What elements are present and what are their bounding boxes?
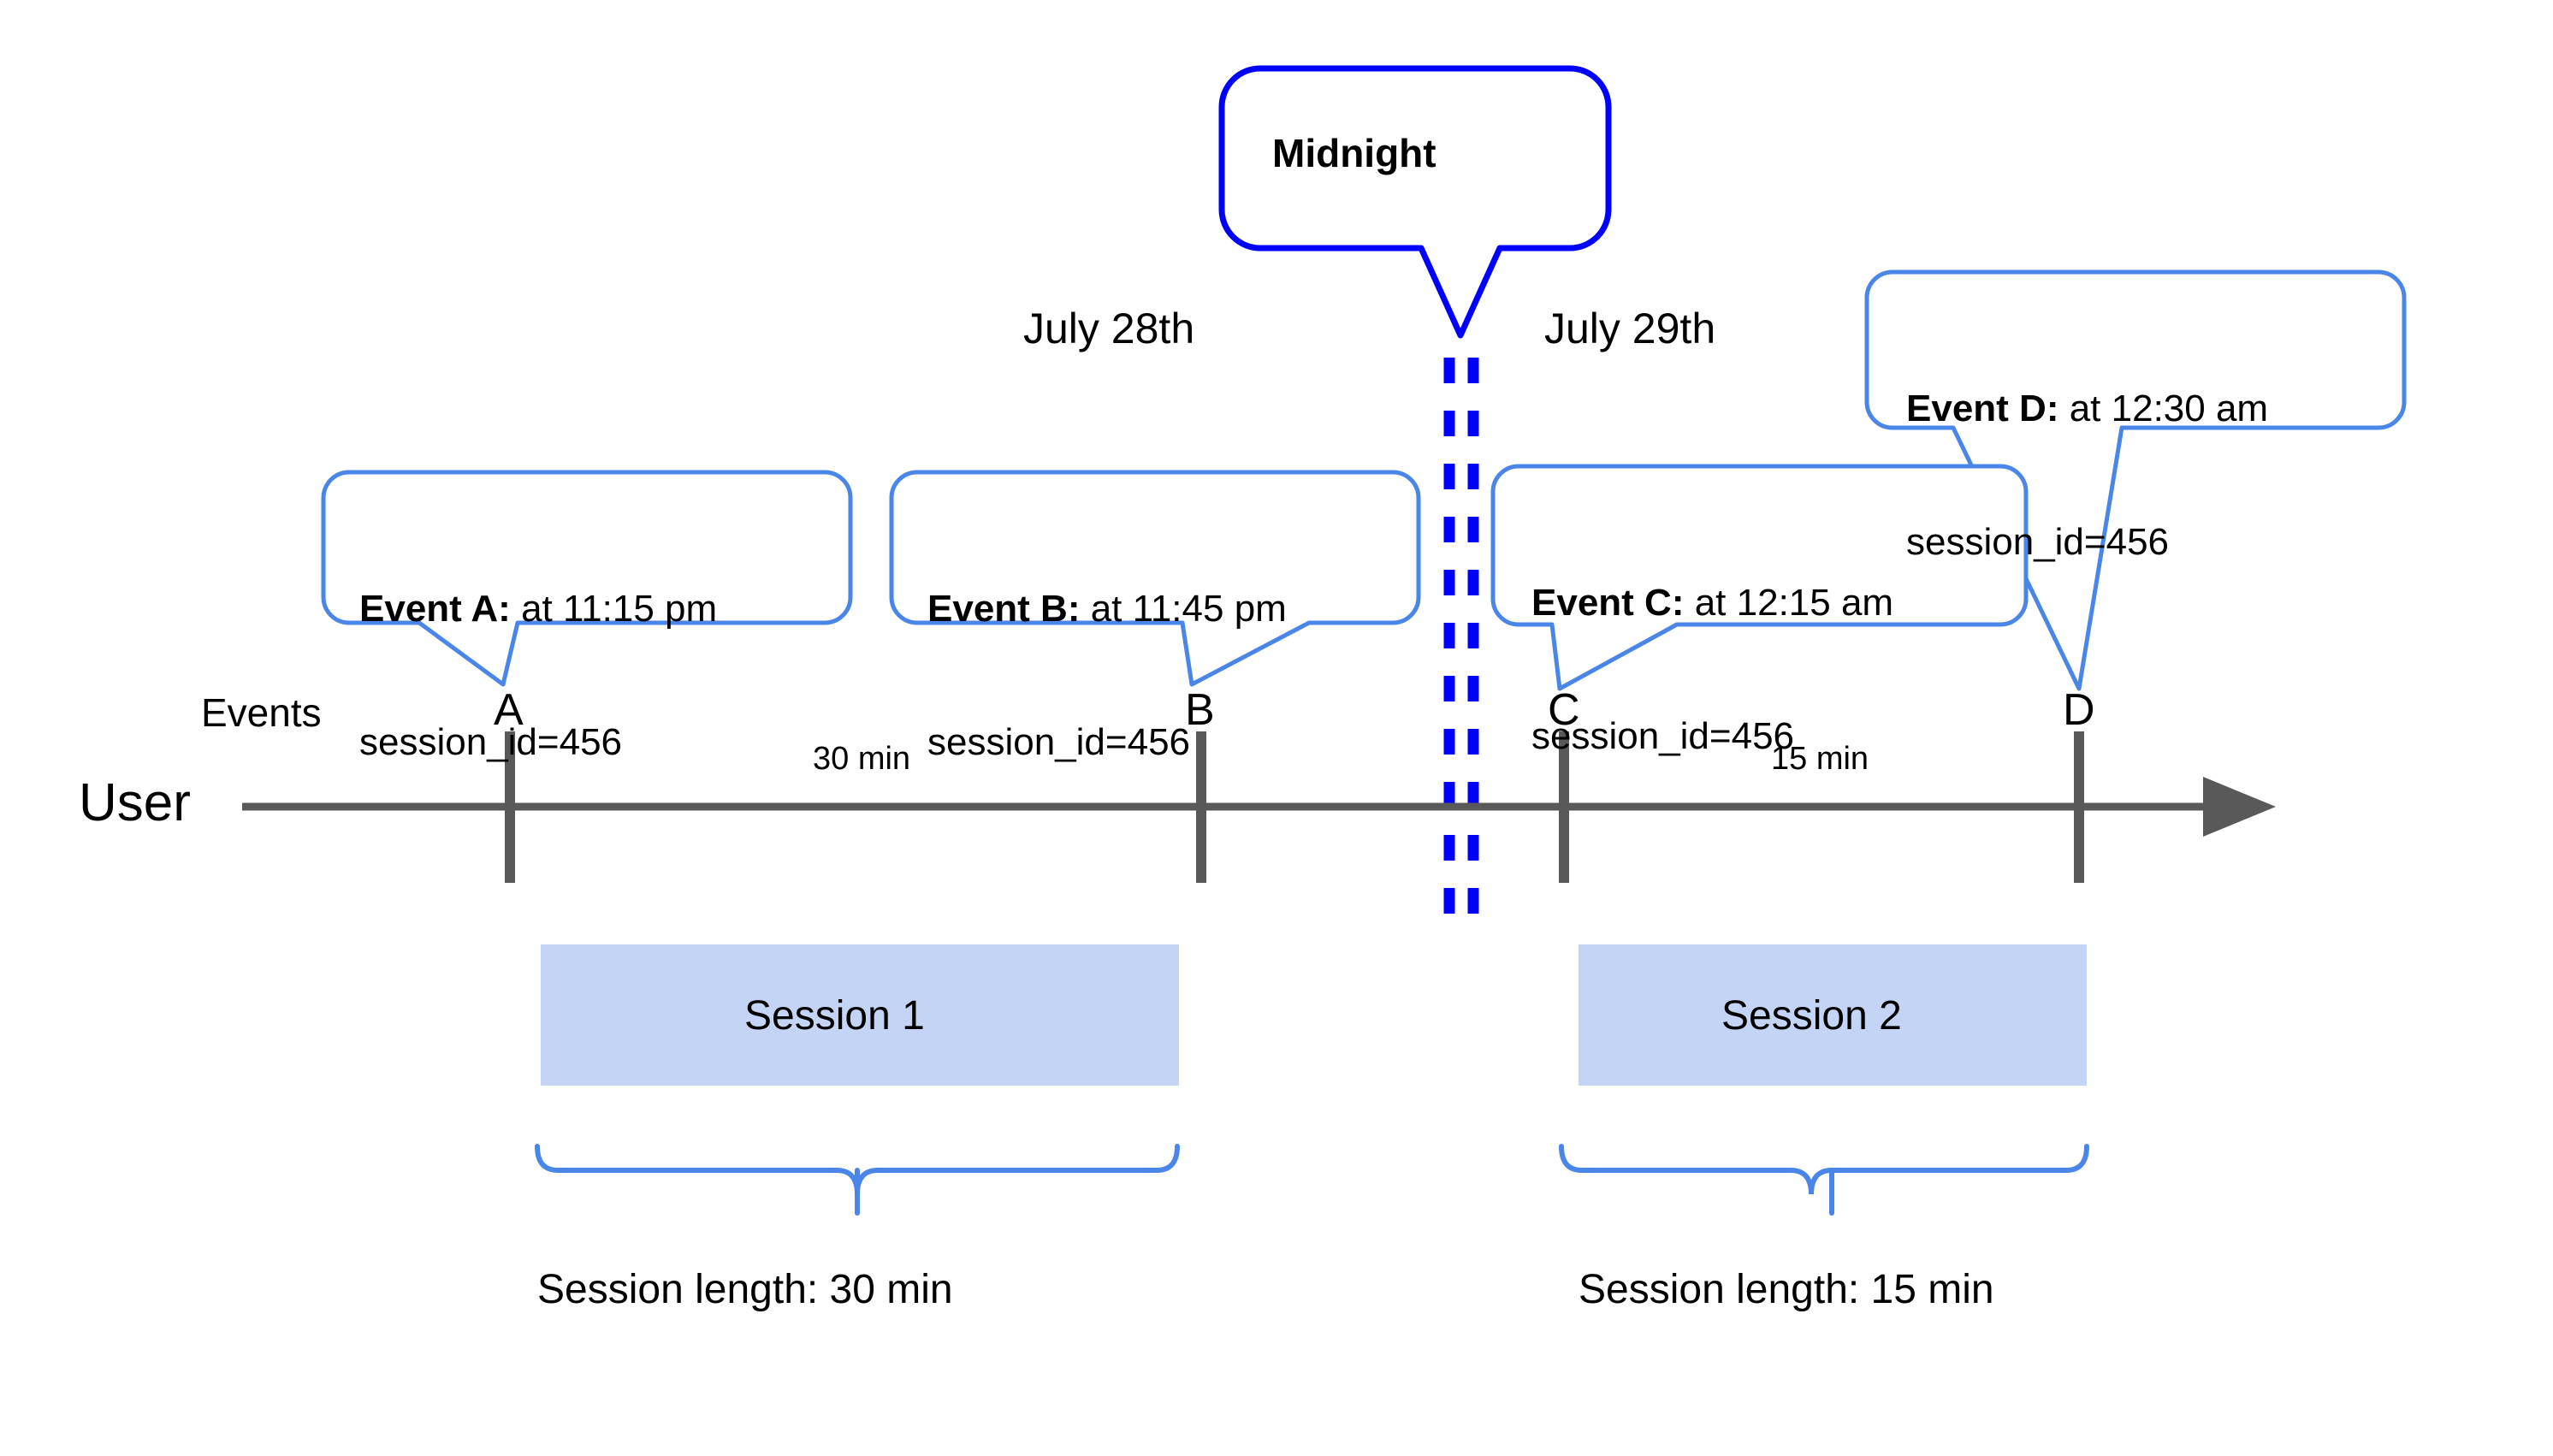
midnight-callout-shape: [1218, 65, 1612, 339]
session-1-length-label: Session length: 30 min: [537, 1267, 953, 1312]
event-a-session-id: session_id=456: [359, 720, 623, 763]
event-b-callout-text: Event B: at 11:45 pm session_id=456: [927, 498, 1287, 853]
session-2-brace: [1559, 1144, 2089, 1216]
date-label-july-28: July 28th: [1023, 305, 1195, 352]
event-a-callout-shape: [321, 470, 853, 687]
session-1-brace: [535, 1144, 1180, 1216]
session-1-label: Session 1: [744, 993, 925, 1039]
event-d-time: at 12:30 am: [2058, 387, 2269, 429]
event-a-callout-text: Event A: at 11:15 pm session_id=456: [359, 498, 717, 853]
marker-label-a: A: [494, 685, 524, 735]
event-b-session-id: session_id=456: [927, 720, 1191, 763]
event-d-bold-label: Event D:: [1906, 387, 2059, 429]
duration-label-a-b: 30 min: [813, 741, 911, 777]
midnight-dashed-lines: [1443, 358, 1479, 922]
event-b-bold-label: Event B:: [927, 587, 1081, 630]
session-2-label: Session 2: [1721, 993, 1902, 1039]
row-label-events: Events: [201, 690, 322, 735]
midnight-label: Midnight: [1272, 131, 1436, 175]
event-c-bold-label: Event C:: [1531, 581, 1685, 624]
marker-label-d: D: [2063, 685, 2095, 735]
timeline-arrowhead: [2203, 777, 2276, 837]
event-c-callout-text: Event C: at 12:15 am session_id=456: [1531, 492, 1893, 847]
event-d-callout-text: Event D: at 12:30 am session_id=456: [1906, 298, 2268, 653]
timeline-axis: [242, 731, 2276, 883]
row-label-user: User: [79, 773, 191, 832]
event-d-callout-shape: [1864, 269, 2407, 691]
session-2-bar: [1579, 944, 2087, 1086]
event-c-callout-shape: [1490, 464, 2029, 691]
event-a-bold-label: Event A:: [359, 587, 511, 630]
event-c-session-id: session_id=456: [1531, 714, 1795, 757]
session-2-length-label: Session length: 15 min: [1579, 1267, 1994, 1312]
marker-label-b: B: [1185, 685, 1215, 735]
event-c-time: at 12:15 am: [1684, 581, 1894, 624]
duration-label-c-d: 15 min: [1771, 741, 1869, 777]
event-d-session-id: session_id=456: [1906, 520, 2170, 563]
marker-label-c: C: [1548, 685, 1580, 735]
session-1-bar: [541, 944, 1179, 1086]
event-a-time: at 11:15 pm: [510, 587, 718, 630]
event-b-callout-shape: [889, 470, 1421, 687]
event-b-time: at 11:45 pm: [1080, 587, 1287, 630]
date-label-july-29: July 29th: [1544, 305, 1716, 352]
